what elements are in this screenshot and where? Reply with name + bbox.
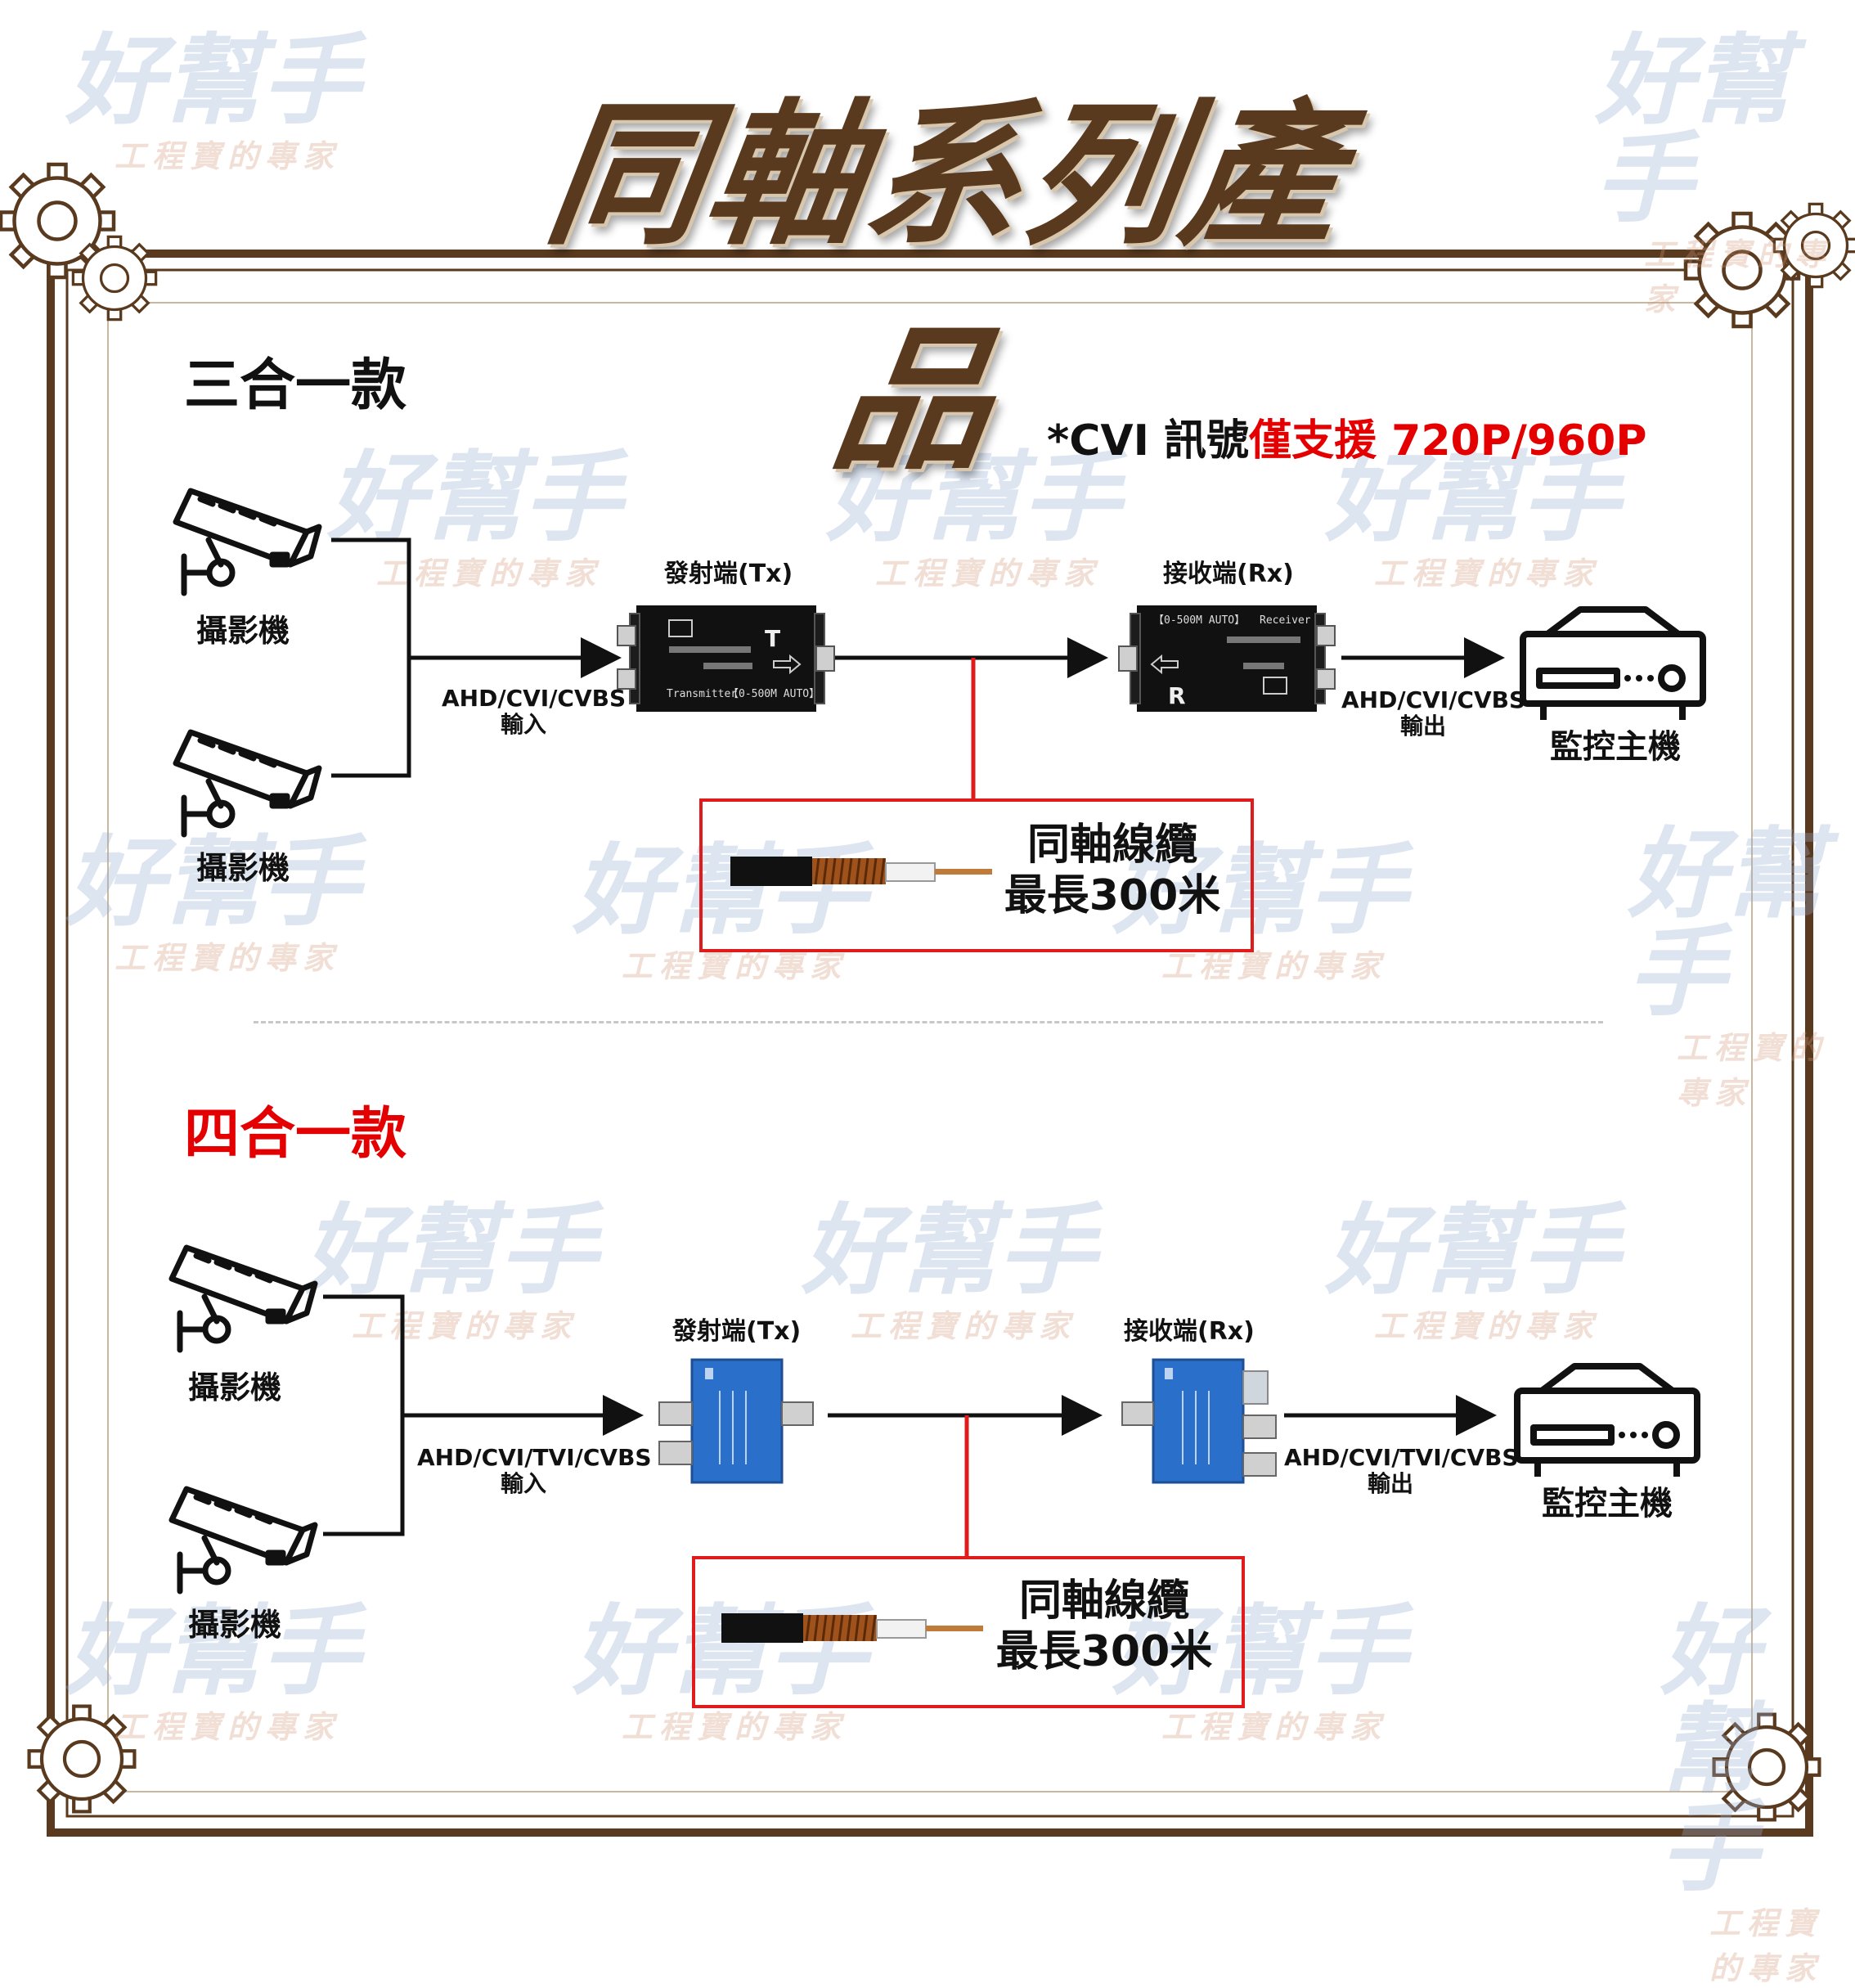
camera-label: 攝影機 (196, 850, 290, 886)
cable-box (692, 1556, 1245, 1708)
cable-spec: 同軸線纜最長300米 (1004, 821, 1221, 920)
rx-label: 接收端(Rx) (1124, 1317, 1255, 1346)
dvr-label: 監控主機 (1550, 728, 1681, 766)
cable-box (699, 798, 1254, 952)
camera-label: 攝影機 (188, 1370, 282, 1406)
section2-heading: 四合一款 (184, 1102, 407, 1167)
camera-label: 攝影機 (196, 613, 290, 649)
rx-label: 接收端(Rx) (1163, 560, 1294, 588)
camera-icon (172, 1248, 315, 1350)
camera-icon (172, 1489, 315, 1591)
decorative-frame (0, 0, 1855, 1837)
section-divider (254, 1021, 1603, 1023)
rx-letter: R (1168, 682, 1186, 709)
tx-letter: T (765, 625, 780, 652)
cable-spec: 同軸線纜最長300米 (995, 1576, 1213, 1676)
camera-label: 攝影機 (188, 1607, 282, 1643)
section1-diagram: T Transmitter 【0-500M AUTO】 R 【0-500M AU… (0, 0, 1855, 888)
tx-device-icon: T Transmitter 【0-500M AUTO】 (617, 605, 835, 712)
rx-device-range: 【0-500M AUTO】 (1153, 614, 1245, 627)
tx-label: 發射端(Tx) (664, 560, 793, 588)
section1-heading: 三合一款 (184, 353, 407, 418)
rx-device-text: Receiver (1260, 614, 1311, 627)
rx-device-icon: R 【0-500M AUTO】 Receiver (1118, 605, 1336, 712)
tx-label: 發射端(Tx) (672, 1317, 802, 1346)
cvi-note: *CVI 訊號僅支援 720P/960P (1047, 416, 1647, 466)
tx-device-range: 【0-500M AUTO】 (728, 688, 820, 700)
tx-device-text: Transmitter (667, 688, 737, 700)
dvr-icon (1517, 1366, 1697, 1477)
dvr-label: 監控主機 (1542, 1485, 1673, 1522)
rx-device-icon (1121, 1358, 1277, 1484)
section2-diagram (0, 0, 1855, 1644)
tx-device-icon (658, 1358, 814, 1484)
